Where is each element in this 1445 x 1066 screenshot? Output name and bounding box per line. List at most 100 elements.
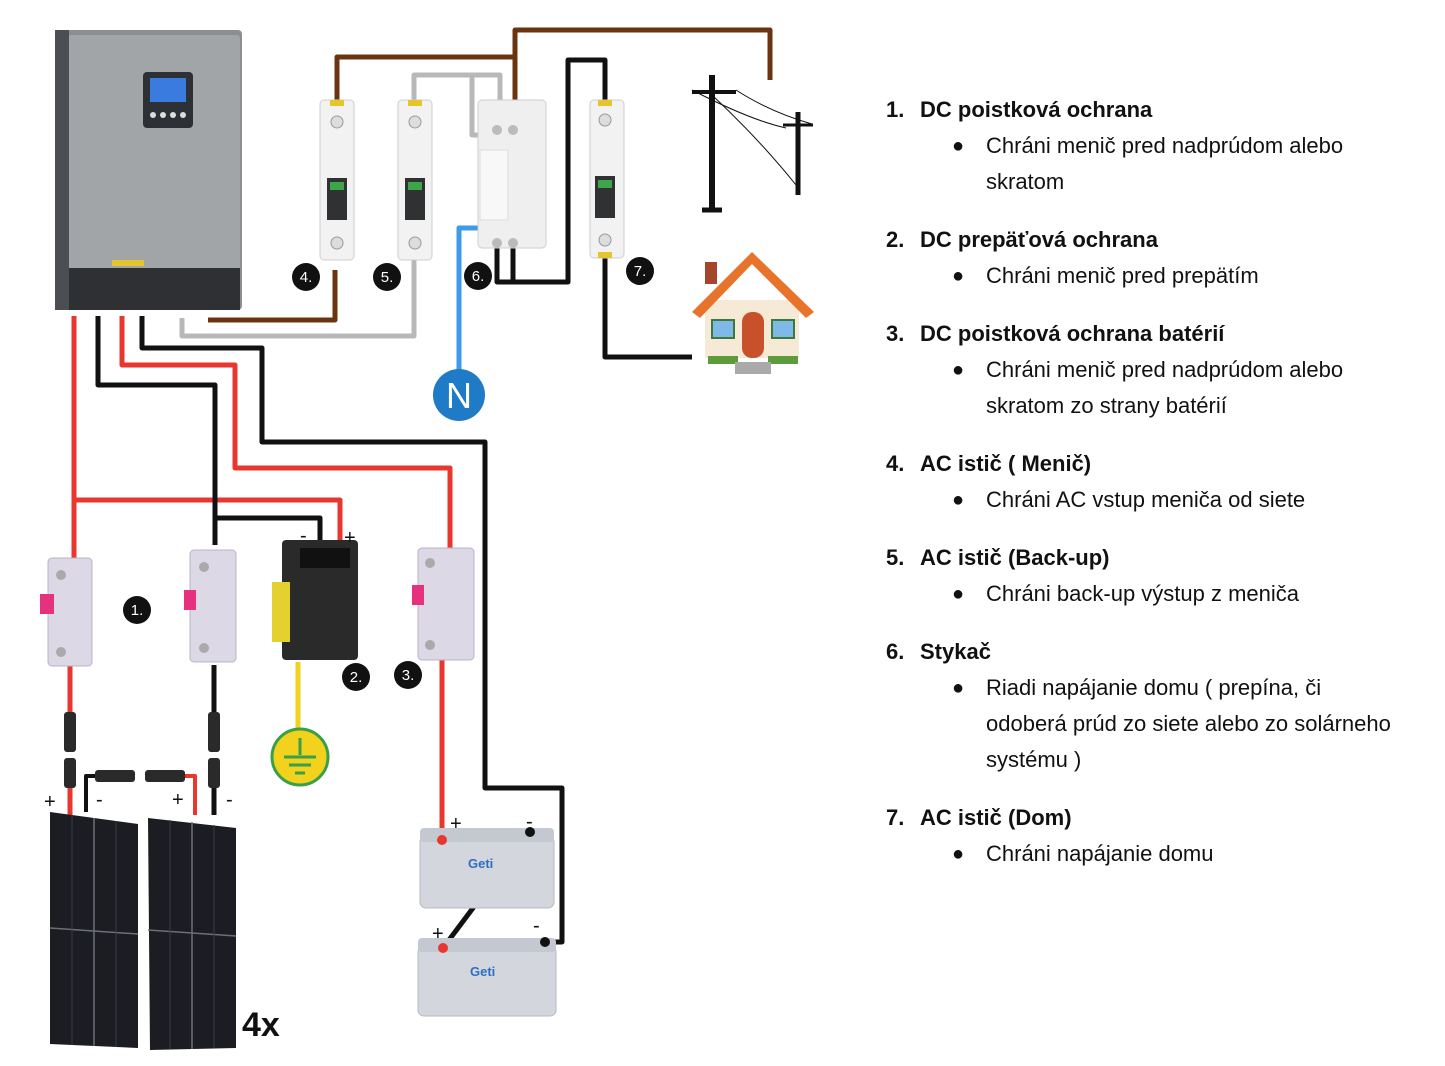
neutral-wire [456, 225, 495, 375]
legend-desc-line: Chráni menič pred nadprúdom alebo [986, 133, 1344, 158]
mc4-connectors [64, 712, 220, 788]
panel-count-label: 4x [242, 1006, 280, 1044]
contactor [477, 99, 547, 249]
legend-item-5: 5. AC istič (Back-up) ● Chráni back-up výs… [886, 540, 1442, 612]
legend-number: 3. [886, 321, 905, 346]
house-wire [602, 258, 692, 360]
solar-panel-2 [147, 818, 237, 1050]
dc-fuse-pv-negative [184, 549, 237, 663]
bullet-icon: ● [952, 677, 965, 699]
marker-1: 1. [123, 596, 151, 624]
legend-title: DC prepäťová ochrana [920, 227, 1158, 252]
legend-item-1: 1. DC poistková ochrana ● Chráni menič pre… [886, 92, 1442, 200]
battery1-minus-sign: - [526, 811, 533, 833]
marker-6: 6. [464, 262, 492, 290]
legend-item-2: 2. DC prepäťová ochrana ● Chráni menič pre… [886, 222, 1442, 294]
pv2-plus-sign: + [172, 789, 184, 811]
battery-2-brand: Geti [470, 964, 495, 979]
marker-1-label: 1. [131, 602, 144, 619]
dc-fuse-pv-positive [40, 557, 93, 667]
bullet-icon: ● [952, 843, 965, 865]
ac-backup-wire-b [464, 72, 503, 100]
legend-desc-line: Chráni menič pred nadprúdom alebo [986, 357, 1344, 382]
ground-icon [270, 727, 330, 787]
polarity-labels: + - + - - + + - + - [44, 525, 540, 945]
battery-1: Geti [419, 828, 555, 909]
bullet-icon: ● [952, 489, 965, 511]
legend-desc-line: Chráni back-up výstup z meniča [986, 581, 1300, 606]
marker-5-label: 5. [381, 269, 394, 286]
legend-title: Stykač [920, 639, 991, 664]
marker-7-label: 7. [634, 263, 647, 280]
battery-positive-wire [119, 316, 453, 548]
house-icon [692, 252, 814, 374]
contactor-to-house-breaker-wire [510, 57, 608, 285]
bullet-icon: ● [952, 583, 965, 605]
legend-title: AC istič (Dom) [920, 805, 1072, 830]
ac-backup-wire [179, 260, 417, 339]
battery2-minus-sign: - [533, 915, 540, 937]
legend-number: 7. [886, 805, 905, 830]
bullet-icon: ● [952, 265, 965, 287]
legend-number: 6. [886, 639, 905, 664]
legend-title: AC istič (Back-up) [920, 545, 1110, 570]
marker-2-label: 2. [350, 669, 363, 686]
legend-desc-line: systému ) [986, 747, 1082, 772]
battery-negative-wire [139, 316, 565, 945]
hybrid-inverter [55, 30, 242, 310]
pv1-plus-sign: + [44, 791, 56, 813]
legend-item-6: 6.Stykač ●Riadi napájanie domu ( prepína… [886, 634, 1442, 778]
marker-5: 5. [373, 263, 401, 291]
legend-number: 4. [886, 451, 905, 476]
wires [67, 27, 773, 950]
marker-6-label: 6. [472, 268, 485, 285]
marker-4: 4. [292, 263, 320, 291]
component-legend: 1. DC poistková ochrana ● Chráni menič pre… [886, 92, 1442, 894]
bullet-icon: ● [952, 359, 965, 381]
battery2-plus-sign: + [432, 923, 444, 945]
legend-desc-line: Chráni AC vstup meniča od siete [986, 487, 1306, 512]
battery-1-brand: Geti [468, 856, 493, 871]
battery-terminals [437, 827, 550, 953]
pv-negative-wire [95, 316, 218, 545]
legend-desc-line: Chráni menič pred prepätím [986, 263, 1259, 288]
legend-title: DC poistková ochrana [920, 97, 1153, 122]
contactor-out-wire [494, 245, 513, 285]
pv-negative-to-spd [215, 515, 323, 545]
power-grid-poles-icon [691, 75, 813, 213]
marker-3-label: 3. [402, 667, 415, 684]
wiring-diagram: N [40, 27, 814, 1050]
pv-positive-wire [71, 316, 343, 545]
legend-number: 5. [886, 545, 905, 570]
legend-title: DC poistková ochrana batérií [920, 321, 1225, 346]
legend-desc-line: Chráni napájanie domu [986, 841, 1214, 866]
dc-fuse-battery [412, 547, 475, 661]
legend-title: AC istič ( Menič) [920, 451, 1092, 476]
ac-grid-to-pole-wire [512, 27, 773, 80]
legend-item-7: 7. AC istič (Dom) ● Chráni napájanie domu [886, 800, 1442, 872]
pv2-minus-sign: - [226, 789, 233, 811]
legend-number: 2. [886, 227, 905, 252]
marker-7: 7. [626, 257, 654, 285]
dc-surge-protector [272, 540, 358, 660]
legend-desc-line: skratom [986, 169, 1065, 194]
legend-item-4: 4. AC istič ( Menič) ● Chráni AC vstup men… [886, 446, 1442, 518]
battery-2: Geti [417, 938, 557, 1017]
ac-breaker-house [589, 99, 625, 259]
legend-item-3: 3. DC poistková ochrana batérií ● Chráni m… [886, 316, 1442, 424]
bullet-icon: ● [952, 135, 965, 157]
legend-number: 1. [886, 97, 905, 122]
pv1-minus-sign: - [96, 789, 103, 811]
legend-desc-line: skratom zo strany batérií [986, 393, 1227, 418]
ac-breaker-inverter [319, 99, 355, 261]
solar-panel-1 [49, 812, 139, 1048]
neutral-symbol: N [433, 369, 485, 421]
marker-2: 2. [342, 663, 370, 691]
ac-breaker-backup [397, 99, 433, 261]
spd-minus-sign: - [300, 525, 307, 547]
spd-plus-sign: + [344, 527, 356, 549]
neutral-label: N [446, 375, 472, 416]
legend-desc-line: odoberá prúd zo siete alebo zo solárneho [986, 711, 1391, 736]
ac-grid-wire-top [334, 54, 518, 100]
battery1-plus-sign: + [450, 813, 462, 835]
